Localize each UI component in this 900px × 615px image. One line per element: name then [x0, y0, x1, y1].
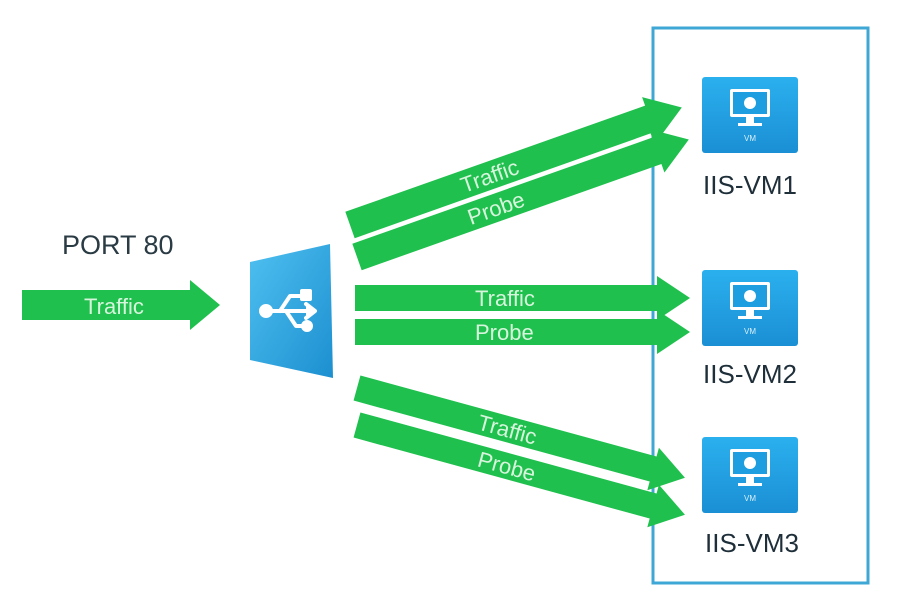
vm-badge: VM: [744, 494, 756, 503]
flow-vm1: Traffic Probe: [345, 97, 689, 271]
vm-node-3: VM: [702, 437, 798, 513]
incoming-traffic-arrow: Traffic: [22, 280, 220, 330]
incoming-traffic-label: Traffic: [84, 294, 144, 319]
vm-name-3: IIS-VM3: [705, 528, 799, 558]
vm-name-2: IIS-VM2: [703, 359, 797, 389]
load-balancer: [250, 244, 333, 378]
vm-name-1: IIS-VM1: [703, 170, 797, 200]
vm-node-1: VM: [702, 77, 798, 153]
flow-vm3-probe-label: Probe: [475, 447, 538, 487]
incoming-arrow-shape: [22, 280, 220, 330]
arrow-shape: [353, 375, 685, 491]
vm-badge: VM: [744, 134, 756, 143]
flow-vm2-probe-arrow: Probe: [355, 310, 690, 354]
monitor-icon: [730, 89, 770, 126]
arrow-shape: [353, 412, 685, 528]
vm-node-2: VM: [702, 270, 798, 346]
arrow-shape: [352, 129, 689, 271]
flow-vm3: Traffic Probe: [353, 375, 685, 528]
usb-share-icon: [259, 289, 317, 332]
monitor-icon: [730, 282, 770, 319]
flow-vm3-traffic-label: Traffic: [475, 410, 539, 450]
vm-badge: VM: [744, 327, 756, 336]
flow-vm2: Traffic Probe: [355, 276, 690, 354]
monitor-icon: [730, 449, 770, 486]
flow-vm2-traffic-label: Traffic: [475, 286, 535, 311]
flow-vm2-traffic-arrow: Traffic: [355, 276, 690, 320]
arrow-shape: [345, 97, 682, 239]
port-label: PORT 80: [62, 230, 174, 260]
flow-vm2-probe-label: Probe: [475, 320, 534, 345]
arrow-shape: [355, 310, 690, 354]
arrow-shape: [355, 276, 690, 320]
